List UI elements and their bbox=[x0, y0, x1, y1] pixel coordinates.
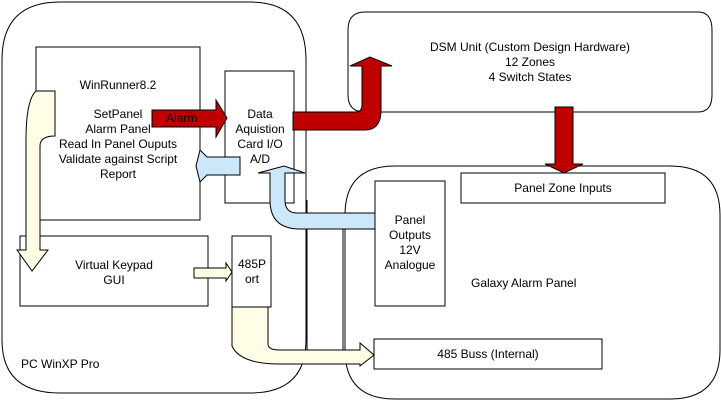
blue-left-arrow bbox=[195, 149, 241, 183]
winrunner-line: Report bbox=[99, 167, 137, 181]
keypad-box bbox=[19, 235, 209, 307]
red-down-arrow bbox=[544, 106, 584, 174]
panel-outputs-line: Analogue bbox=[384, 258, 436, 272]
daq-line: A/D bbox=[249, 152, 270, 166]
dsm-line: 12 Zones bbox=[504, 55, 556, 69]
port485-line: 485P bbox=[237, 257, 267, 271]
port485-text: 485P ort bbox=[232, 257, 272, 287]
winrunner-box bbox=[35, 46, 201, 221]
buss485-label: 485 Buss (Internal) bbox=[437, 347, 539, 361]
dsm-container bbox=[347, 11, 713, 113]
keypad-line: Virtual Keypad bbox=[75, 258, 153, 272]
panel-outputs-box bbox=[374, 180, 446, 307]
keypad-text: Virtual Keypad GUI bbox=[20, 258, 208, 288]
zone-inputs-label: Panel Zone Inputs bbox=[514, 181, 612, 195]
panel-outputs-line: Outputs bbox=[388, 228, 432, 242]
panel-outputs-text: Panel Outputs 12V Analogue bbox=[376, 213, 444, 273]
daq-text: Data Aquistion Card I/O A/D bbox=[226, 107, 294, 167]
port485-line: ort bbox=[244, 272, 259, 286]
alarm-label: Alarm bbox=[166, 111, 198, 125]
pc-label: PC WinXP Pro bbox=[21, 357, 100, 371]
cream-down-arrow bbox=[16, 90, 56, 272]
galaxy-container bbox=[344, 165, 721, 400]
alarm-arrow bbox=[151, 98, 228, 139]
cream-buss-arrow bbox=[231, 306, 375, 368]
winrunner-title: WinRunner8.2 bbox=[79, 78, 157, 92]
panel-outputs-line: 12V bbox=[399, 243, 421, 257]
zone-inputs-box bbox=[460, 172, 666, 204]
spacer bbox=[40, 93, 196, 107]
galaxy-label: Galaxy Alarm Panel bbox=[471, 276, 577, 290]
keypad-line: GUI bbox=[103, 273, 125, 287]
dsm-text: DSM Unit (Custom Design Hardware) 12 Zon… bbox=[350, 40, 710, 85]
red-up-arrow bbox=[292, 56, 393, 131]
buss485-box bbox=[373, 338, 603, 370]
daq-line: Card I/O bbox=[237, 137, 283, 151]
dsm-line: 4 Switch States bbox=[488, 70, 572, 84]
winrunner-text: WinRunner8.2 SetPanel Alarm Panel Read I… bbox=[40, 78, 196, 182]
panel-outputs-line: Panel bbox=[394, 213, 426, 227]
winrunner-line: Validate against Script bbox=[58, 152, 178, 166]
winrunner-line: Read In Panel Ouputs bbox=[58, 137, 178, 151]
winrunner-line: SetPanel bbox=[93, 107, 143, 121]
winrunner-line: Alarm Panel bbox=[85, 122, 151, 136]
daq-line: Data bbox=[247, 107, 273, 121]
pc-container bbox=[1, 1, 307, 394]
daq-line: Aquistion bbox=[235, 122, 285, 136]
blue-up-arrow bbox=[257, 165, 376, 230]
dsm-title: DSM Unit (Custom Design Hardware) bbox=[429, 40, 631, 54]
cream-right-arrow bbox=[193, 261, 233, 283]
